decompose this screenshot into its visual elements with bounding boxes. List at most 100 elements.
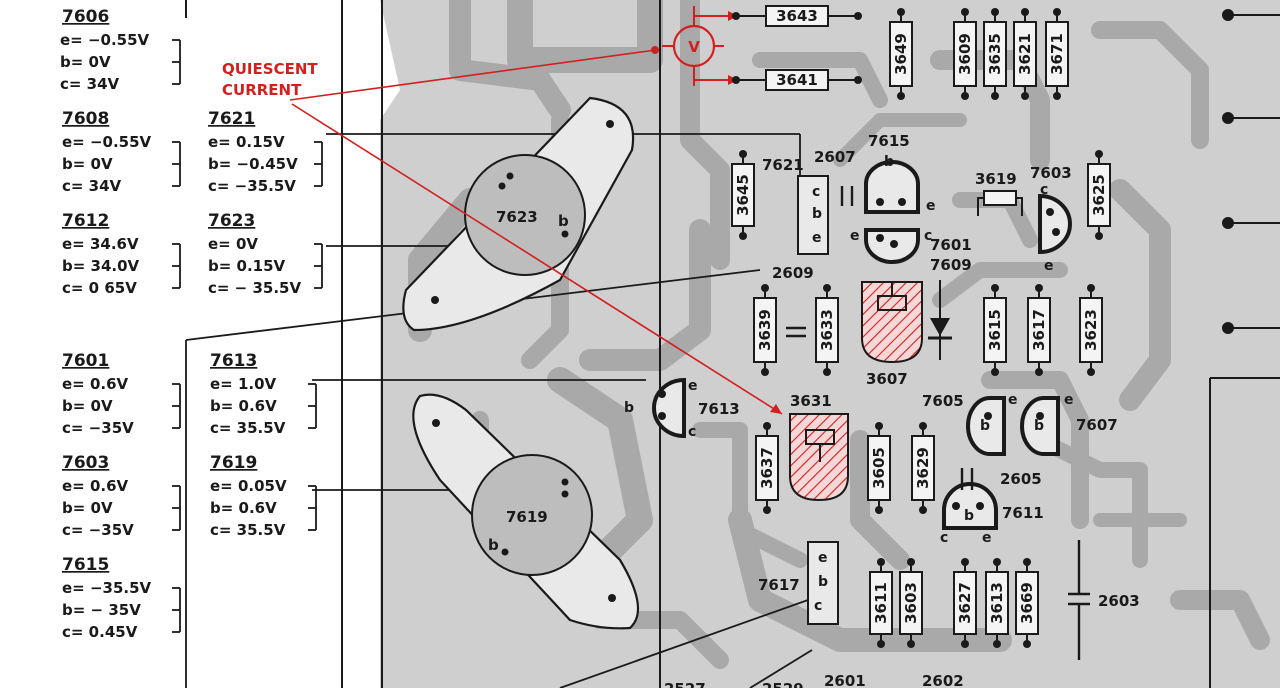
resistor-3619: 3619: [975, 170, 1023, 216]
table-line: b= 0V: [62, 397, 113, 415]
table-line: b= 0.15V: [208, 257, 286, 275]
label-7613: 7613: [698, 400, 740, 418]
bottom-partial-labels: 2527 2529 2601 2602: [664, 672, 964, 688]
quiescent-current-annotation: QUIESCENT CURRENT: [222, 49, 783, 415]
voltage-table-7606: 7606 e= −0.55V b= 0V c= 34V: [60, 7, 181, 93]
label-7615: 7615: [868, 132, 910, 150]
pin-7603-e: e: [1044, 258, 1054, 274]
pin-7601-e: e: [850, 228, 860, 244]
resistor-3613: 3613: [985, 558, 1009, 648]
pin-power-7619-b: b: [488, 536, 499, 554]
pin-7615-b: b: [884, 154, 894, 170]
resistor-label: 3619: [975, 170, 1017, 188]
pin-power-7623-b: b: [558, 212, 569, 230]
voltage-table-7603: 7603 e= 0.6V b= 0V c= −35V: [62, 453, 181, 539]
power-transistor-labels: 7623 b 7619 b: [488, 208, 569, 554]
resistor-3617: 3617: [1027, 284, 1051, 376]
resistor-3633: 3633: [815, 284, 839, 376]
table-title: 7603: [62, 453, 109, 473]
table-line: b= 0V: [60, 53, 111, 71]
table-title: 7606: [62, 7, 109, 27]
table-line: c= 34V: [60, 75, 120, 93]
label-2601: 2601: [824, 672, 866, 688]
resistor-label: 3615: [986, 309, 1004, 351]
label-2605: 2605: [1000, 470, 1042, 488]
pin-7613-b: b: [624, 400, 634, 416]
resistor-3627: 3627: [953, 558, 977, 648]
pcb-traces: [408, 0, 1270, 669]
pin-7617-e: e: [818, 550, 828, 566]
table-line: c= −35V: [62, 521, 134, 539]
resistor-3643: 3643: [732, 5, 862, 27]
trimmer-labels: 3607 3631: [790, 370, 908, 410]
pcb-rails: [185, 0, 1280, 688]
label-power-7619: 7619: [506, 508, 548, 526]
resistor-3603: 3603: [899, 558, 923, 648]
label-3607: 3607: [866, 370, 908, 388]
pin-7617-c: c: [814, 598, 822, 614]
power-transistor-7623: [402, 96, 635, 332]
table-line: e= 0.6V: [62, 477, 129, 495]
voltmeter-label: V: [688, 38, 700, 56]
table-title: 7613: [210, 351, 257, 371]
pin-7601-c: c: [924, 228, 932, 244]
pin-7611-c: c: [940, 530, 948, 546]
table-line: c= 35.5V: [210, 521, 286, 539]
table-line: b= 34.0V: [62, 257, 140, 275]
label-2527: 2527: [664, 680, 706, 688]
table-line: c= −35V: [62, 419, 134, 437]
table-line: b= 0V: [62, 499, 113, 517]
table-line: c= 34V: [62, 177, 122, 195]
table-title: 7615: [62, 555, 109, 575]
table-line: b= − 35V: [62, 601, 141, 619]
table-line: b= 0.6V: [210, 499, 277, 517]
table-line: e= 0.05V: [210, 477, 287, 495]
label-2607: 2607: [814, 148, 856, 166]
table-line: e= 0.15V: [208, 133, 285, 151]
pin-letters: b e e c c b e c e b e c b e b e b c e e …: [624, 154, 1074, 614]
trimmer-3607: [861, 281, 923, 364]
resistor-3621: 3621: [1013, 8, 1037, 100]
label-7607: 7607: [1076, 416, 1118, 434]
resistor-3669: 3669: [1015, 558, 1039, 648]
resistor-label: 3671: [1048, 33, 1066, 75]
pin-7613-c: c: [688, 424, 696, 440]
transistor-7617-body: [807, 541, 839, 625]
quiescent-label-line2: CURRENT: [222, 81, 302, 99]
resistor-label: 3611: [872, 582, 890, 624]
resistor-label: 3633: [818, 309, 836, 351]
diode-7609: [928, 280, 952, 360]
pin-7621-e: e: [812, 230, 822, 246]
table-title: 7621: [208, 109, 255, 129]
transistor-leads: [658, 198, 1060, 510]
trimmer-3631: [789, 413, 849, 502]
resistor-3641: 3641: [732, 69, 862, 91]
table-line: e= −0.55V: [60, 31, 150, 49]
label-7617: 7617: [758, 576, 800, 594]
resistor-label: 3635: [986, 33, 1004, 75]
quiescent-label-line1: QUIESCENT: [222, 60, 318, 78]
resistor-3611: 3611: [869, 558, 893, 648]
resistor-3639: 3639: [753, 284, 777, 376]
resistor-label: 3643: [776, 7, 818, 25]
resistor-label: 3623: [1082, 309, 1100, 351]
table-line: e= 0V: [208, 235, 258, 253]
label-7601: 7601: [930, 236, 972, 254]
pin-7611-b: b: [964, 508, 974, 524]
table-title: 7612: [62, 211, 109, 231]
pin-7621-b: b: [812, 206, 822, 222]
table-line: b= 0V: [62, 155, 113, 173]
resistor-label: 3649: [892, 33, 910, 75]
resistor-label: 3613: [988, 582, 1006, 624]
resistor-3645: 3645: [731, 150, 755, 240]
table-line: c= − 35.5V: [208, 279, 301, 297]
resistor-label: 3629: [914, 447, 932, 489]
pin-7605-e: e: [1008, 392, 1018, 408]
label-2602: 2602: [922, 672, 964, 688]
voltmeter-symbol: [651, 6, 738, 86]
